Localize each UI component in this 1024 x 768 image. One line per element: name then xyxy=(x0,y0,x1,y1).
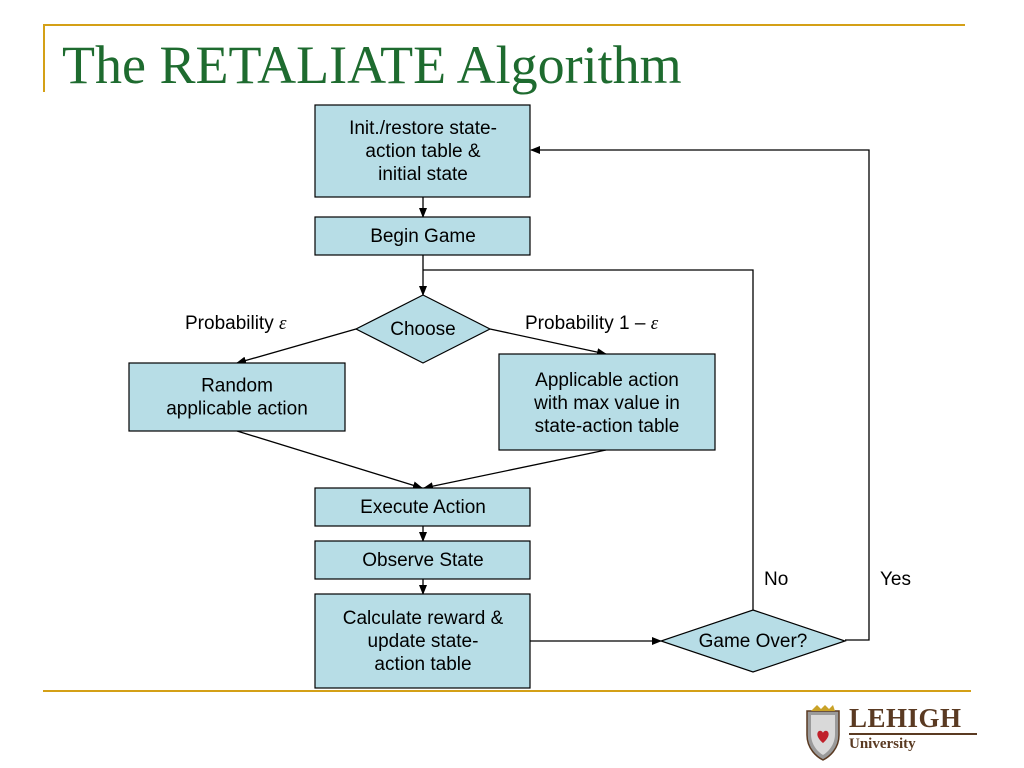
flowchart: Init./restore state-action table &initia… xyxy=(128,104,911,689)
label-line: Choose xyxy=(390,319,456,340)
shield-icon xyxy=(806,705,840,761)
label-line: with max value in xyxy=(533,393,680,414)
edges xyxy=(236,146,870,645)
edge-gameover-yes xyxy=(530,146,870,641)
university-logo: LEHIGH University xyxy=(803,703,983,763)
observe-state-box xyxy=(314,540,531,580)
label-line: action table xyxy=(374,654,471,675)
label-line: Begin Game xyxy=(370,226,476,247)
edge-max-execute xyxy=(423,449,607,491)
prob-one-minus-epsilon-label: Probability 1 – ε xyxy=(525,313,659,334)
game-over-label: Game Over? xyxy=(699,631,808,652)
label-line: state-action table xyxy=(535,416,680,437)
logo-subtitle: University xyxy=(849,736,916,752)
label-line: Applicable action xyxy=(535,370,679,391)
no-label: No xyxy=(764,569,788,590)
label-line: Init./restore state- xyxy=(349,118,497,139)
label-line: action table & xyxy=(365,141,480,162)
execute-action-box xyxy=(314,487,531,527)
init-box xyxy=(314,104,531,198)
game-over-diamond xyxy=(659,609,847,673)
label-line: applicable action xyxy=(166,399,308,420)
label-line: Random xyxy=(201,376,273,397)
top-rule xyxy=(43,24,965,26)
label-line: Calculate reward & xyxy=(343,608,504,629)
label-line: Observe State xyxy=(362,550,483,571)
calculate-reward-label: Calculate reward &update state-action ta… xyxy=(343,608,504,675)
edge-gameover-no xyxy=(423,269,754,610)
left-accent-rule xyxy=(43,24,45,92)
choose-label: Choose xyxy=(390,319,456,340)
yes-label: Yes xyxy=(880,569,911,590)
edge-random-execute xyxy=(236,430,423,490)
observe-state-label: Observe State xyxy=(362,550,483,571)
edge-choose-random xyxy=(236,328,357,365)
slide-title: The RETALIATE Algorithm xyxy=(62,35,682,95)
calculate-reward-box xyxy=(314,593,531,689)
prob-epsilon-label: Probability ε xyxy=(185,313,287,334)
label-line: initial state xyxy=(378,164,468,185)
begin-game-box xyxy=(314,216,531,256)
random-action-box xyxy=(128,362,346,432)
choose-diamond xyxy=(354,294,492,364)
begin-game-label: Begin Game xyxy=(370,226,476,247)
label-line: Execute Action xyxy=(360,497,486,518)
init-label: Init./restore state-action table &initia… xyxy=(349,118,497,185)
label-line: update state- xyxy=(368,631,479,652)
logo-wordmark: LEHIGH xyxy=(849,703,962,733)
bottom-rule xyxy=(43,690,971,692)
edge-choose-max xyxy=(489,328,607,357)
logo-underline xyxy=(849,733,977,735)
max-action-box xyxy=(498,353,716,451)
execute-action-label: Execute Action xyxy=(360,497,486,518)
label-line: Game Over? xyxy=(699,631,808,652)
